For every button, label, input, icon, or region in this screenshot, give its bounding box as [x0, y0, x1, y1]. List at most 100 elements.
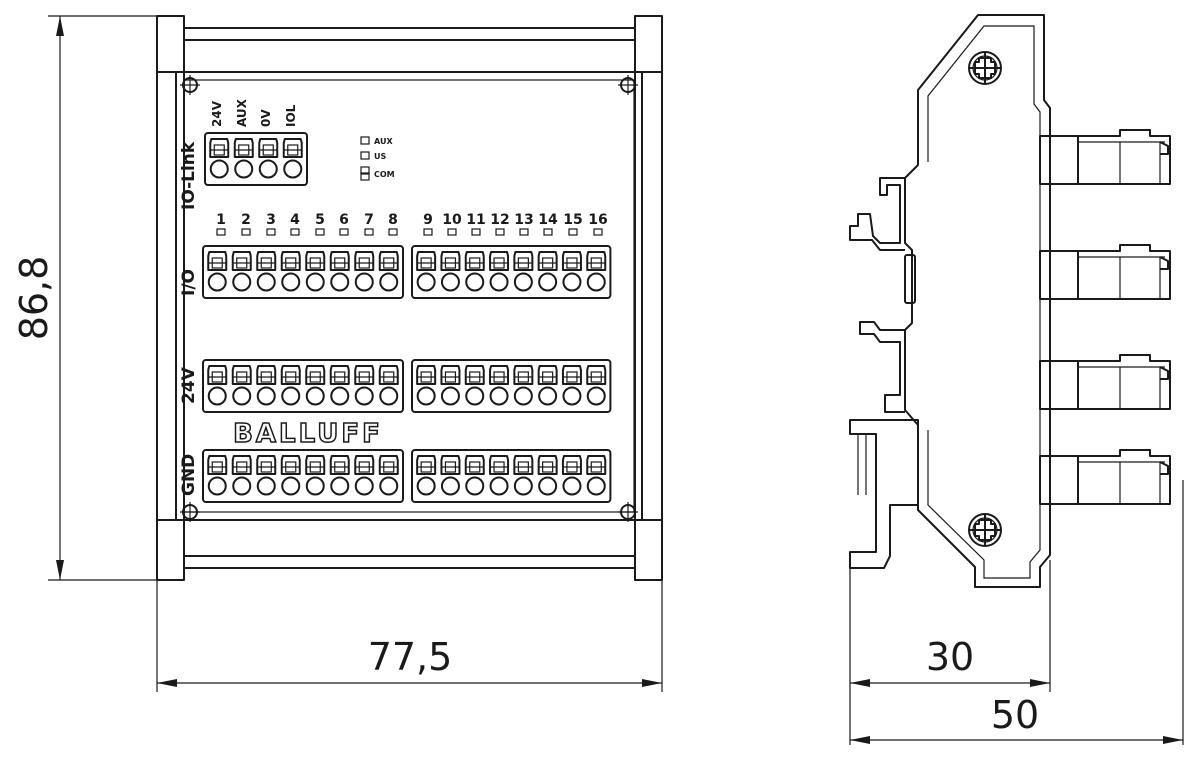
led-label: AUX [374, 137, 393, 146]
terminal-pin-icon [513, 365, 534, 406]
terminal-pin-icon [416, 455, 437, 496]
iolink-pin-label: IOL [284, 104, 298, 127]
dimension-depth-small: 30 [926, 635, 974, 679]
led-icon [568, 228, 578, 236]
terminal-pin-icon [513, 455, 534, 496]
channel-number: 15 [563, 212, 582, 228]
terminal-pin-icon [378, 365, 399, 406]
terminal-pin-icon [440, 455, 461, 496]
status-leds: AUX US COM [360, 136, 395, 181]
terminal-pin-icon [231, 251, 252, 292]
led-icon [315, 228, 325, 236]
terminal-pin-icon [280, 455, 301, 496]
led-icon [360, 136, 370, 145]
channel-number: 14 [538, 212, 558, 228]
housing-profile [904, 14, 1051, 588]
terminal-pin-icon [280, 251, 301, 292]
terminal-pin-icon [329, 365, 350, 406]
terminal-pin-icon [258, 138, 279, 179]
terminal-block [202, 449, 404, 503]
led-icon [339, 228, 349, 236]
led-icon [519, 228, 529, 236]
terminal-pin-icon [416, 251, 437, 292]
channel-number: 16 [588, 212, 607, 228]
terminal-pin-icon [489, 455, 510, 496]
terminal-pin-icon [378, 251, 399, 292]
terminal-pin-icon [280, 365, 301, 406]
terminal-pin-icon [440, 365, 461, 406]
terminal-pin-icon [209, 138, 230, 179]
section-label-gnd: GND [179, 454, 199, 496]
terminal-pin-icon [561, 455, 582, 496]
terminal-pin-icon [207, 251, 228, 292]
led-label: US [374, 152, 386, 161]
channel-number: 12 [490, 212, 509, 228]
iolink-pin-label: 24V [210, 100, 224, 127]
plug-connectors [1039, 129, 1171, 505]
terminal-pin-icon [586, 365, 607, 406]
screw-icon [968, 513, 1002, 547]
dimension-lines: 86,8 77,5 30 50 [12, 15, 1184, 745]
terminal-pin-icon [464, 365, 485, 406]
terminal-pin-icon [537, 251, 558, 292]
channel-leds [216, 228, 603, 236]
terminal-pin-icon [207, 365, 228, 406]
led-icon [495, 228, 505, 236]
terminal-pin-icon [586, 455, 607, 496]
channel-number: 3 [266, 212, 276, 228]
terminal-pin-icon [440, 251, 461, 292]
led-icon [423, 228, 433, 236]
terminal-pin-icon [305, 251, 326, 292]
iolink-pin-label: AUX [235, 98, 249, 127]
led-icon [241, 228, 251, 236]
terminal-pin-icon [256, 455, 277, 496]
terminal-block [411, 449, 612, 503]
plug-icon [1039, 354, 1171, 410]
terminal-pin-icon [231, 455, 252, 496]
channel-number: 2 [241, 212, 251, 228]
terminal-pin-icon [561, 365, 582, 406]
led-icon [216, 228, 226, 236]
led-icon [593, 228, 603, 236]
terminal-block [411, 245, 612, 299]
channel-number: 11 [466, 212, 485, 228]
terminal-pin-icon [378, 455, 399, 496]
led-icon [360, 151, 370, 160]
led-icon [290, 228, 300, 236]
led-icon [360, 166, 370, 175]
led-icon [388, 228, 398, 236]
led-icon [266, 228, 276, 236]
terminal-blocks [202, 132, 612, 503]
board-outline [175, 71, 643, 521]
terminal-pin-icon [207, 455, 228, 496]
section-label-io: I/O [179, 269, 199, 296]
channel-number: 1 [216, 212, 226, 228]
led-icon [364, 228, 374, 236]
terminal-block [411, 359, 612, 413]
terminal-pin-icon [489, 365, 510, 406]
led-label: COM [374, 170, 395, 179]
terminal-pin-icon [256, 365, 277, 406]
terminal-pin-icon [586, 251, 607, 292]
dimension-depth-total: 50 [991, 693, 1039, 737]
led-icon [447, 228, 457, 236]
channel-number: 13 [514, 212, 533, 228]
terminal-pin-icon [354, 455, 375, 496]
terminal-pin-icon [354, 365, 375, 406]
terminal-pin-icon [305, 455, 326, 496]
front-view: IO-Link I/O 24V GND 24V AUX 0V IOL AUX U… [156, 15, 663, 581]
dimension-height: 86,8 [12, 256, 56, 341]
terminal-pin-icon [464, 251, 485, 292]
channel-numbers: 1 2 3 4 5 6 7 8 9 10 11 12 13 14 15 16 [216, 212, 608, 228]
section-label-24v: 24V [179, 366, 199, 404]
terminal-pin-icon [537, 365, 558, 406]
channel-number: 8 [388, 212, 398, 228]
terminal-pin-icon [464, 455, 485, 496]
screw-icon [968, 51, 1002, 85]
terminal-pin-icon [305, 365, 326, 406]
terminal-pin-icon [231, 365, 252, 406]
terminal-pin-icon [561, 251, 582, 292]
channel-number: 4 [290, 212, 300, 228]
terminal-pin-icon [329, 251, 350, 292]
